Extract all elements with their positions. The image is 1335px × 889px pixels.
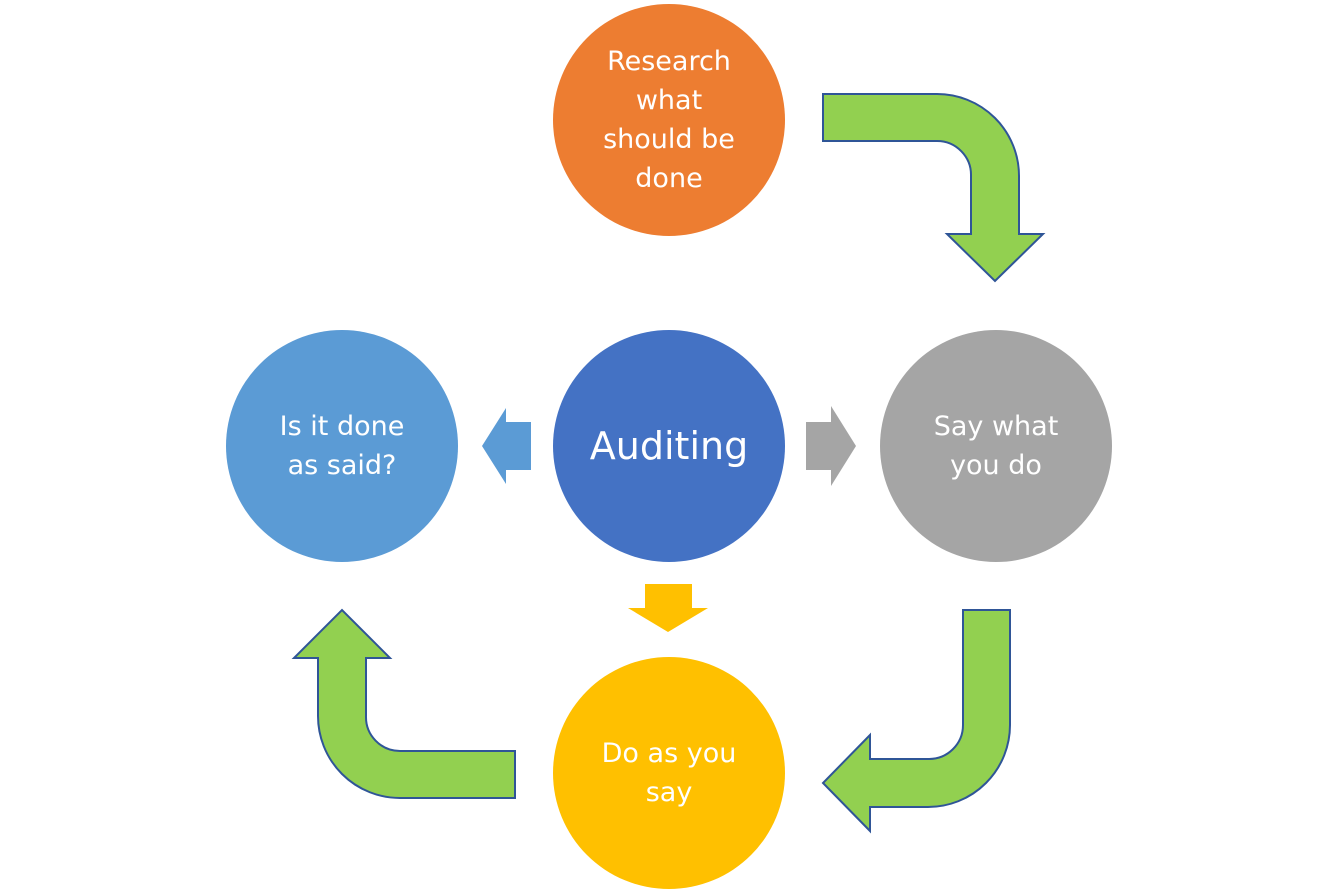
arrow-center-to-do <box>628 584 708 632</box>
node-research-label: Research what should be done <box>603 46 735 194</box>
node-do-as-you-say: Do as you say <box>553 657 785 889</box>
node-is-it-done-as-said: Is it done as said? <box>226 330 458 562</box>
arrow-research-to-say <box>822 93 1046 283</box>
node-research: Research what should be done <box>553 4 785 236</box>
node-check-label: Is it done as said? <box>279 411 405 481</box>
node-say-label: Say what you do <box>933 411 1059 481</box>
node-do-label: Do as you say <box>601 738 737 808</box>
node-auditing-center: Auditing <box>553 330 785 562</box>
node-say-what-you-do: Say what you do <box>880 330 1112 562</box>
arrow-center-to-check <box>482 408 531 484</box>
node-auditing-label: Auditing <box>589 424 749 468</box>
arrow-center-to-say <box>806 406 856 486</box>
arrow-say-to-do <box>821 609 1011 834</box>
arrow-do-to-check <box>291 608 516 799</box>
